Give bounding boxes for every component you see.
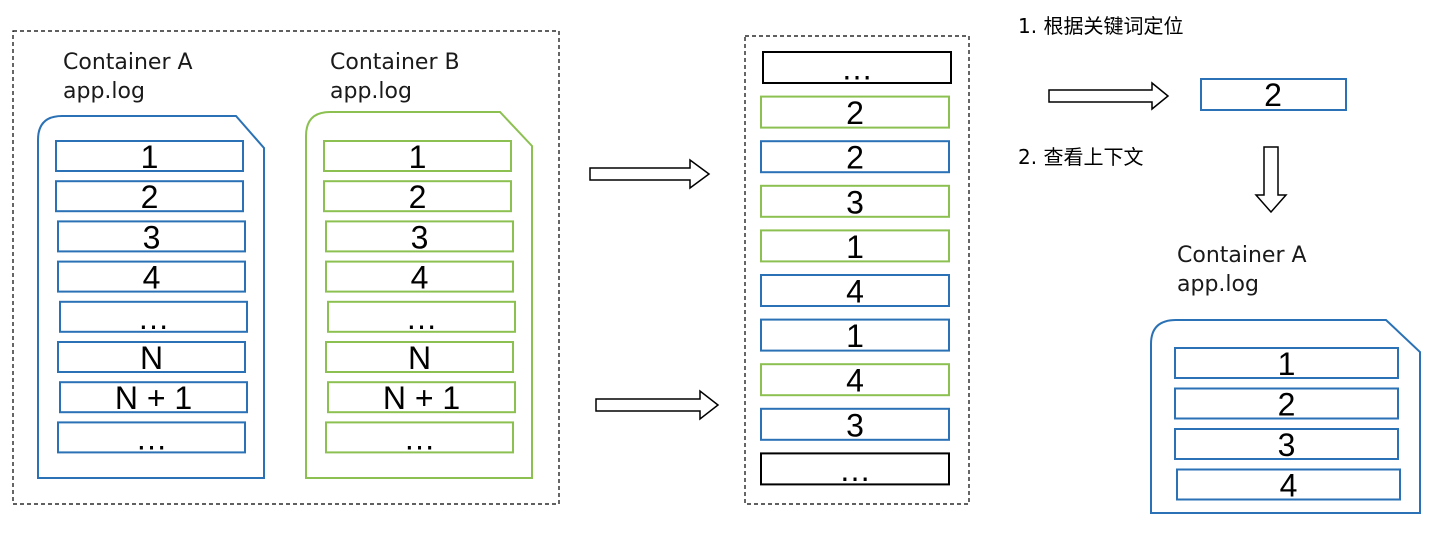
log-line-box	[760, 274, 950, 307]
log-line-box	[323, 180, 512, 213]
container-a-name: Container A	[63, 50, 193, 75]
log-line-text: …	[138, 300, 170, 336]
log-line-box	[1174, 387, 1399, 420]
arrow-bottom-icon	[595, 389, 720, 421]
log-line-text: 2	[409, 179, 427, 215]
log-line-text: 3	[846, 407, 864, 443]
log-line-text: N + 1	[383, 380, 460, 416]
context-container-document	[1150, 319, 1421, 514]
log-line-box	[760, 229, 950, 263]
log-line-box	[325, 341, 514, 373]
container-a-document	[37, 115, 265, 479]
log-line-text: …	[839, 452, 871, 488]
log-line-text: 2	[846, 140, 864, 176]
log-line-box	[760, 407, 950, 441]
container-b-lines: 1 2 3 4 … N N + 1 …	[323, 139, 516, 456]
log-line-box	[59, 300, 248, 333]
log-line-text: …	[406, 300, 438, 336]
log-line-text: 3	[846, 184, 864, 220]
log-line-text: 1	[141, 139, 159, 175]
arrow-right-icon	[1048, 81, 1170, 111]
log-line-box	[57, 421, 246, 454]
log-line-box	[325, 220, 514, 253]
step-1-label: 1. 根据关键词定位	[1018, 14, 1183, 38]
log-line-text: 1	[846, 229, 864, 265]
log-line-box	[325, 260, 514, 293]
log-line-text: 4	[846, 363, 864, 399]
located-line-text: 2	[1264, 77, 1282, 113]
log-line-text: 2	[141, 179, 159, 215]
log-line-text: 1	[409, 139, 427, 175]
container-a-file: app.log	[63, 79, 145, 104]
container-a-lines: 1 2 3 4 … N N + 1 …	[55, 139, 248, 456]
log-line-text: 4	[411, 260, 429, 296]
container-b-document	[305, 111, 533, 479]
container-b-file: app.log	[330, 79, 412, 104]
log-line-text: N	[140, 340, 163, 376]
log-line-box	[325, 421, 514, 454]
log-line-box	[1174, 428, 1399, 460]
log-line-box	[760, 363, 950, 397]
log-line-box	[327, 381, 516, 414]
step-2-label: 2. 查看上下文	[1018, 145, 1143, 169]
log-line-box	[327, 300, 516, 333]
log-line-box	[760, 95, 950, 129]
log-line-text: …	[136, 420, 168, 456]
log-line-box	[1176, 468, 1401, 501]
log-line-text: 2	[846, 95, 864, 131]
log-line-box	[762, 51, 952, 84]
log-line-text: 3	[411, 219, 429, 255]
middle-dashed-frame	[744, 35, 970, 505]
log-line-text: …	[404, 420, 436, 456]
log-line-text: 2	[1278, 387, 1296, 423]
container-b-name: Container B	[330, 50, 460, 75]
log-line-text: N + 1	[115, 380, 192, 416]
log-line-text: 4	[1280, 468, 1298, 504]
arrow-top-icon	[589, 158, 711, 190]
log-line-text: 1	[1278, 346, 1296, 382]
located-line-box	[1200, 78, 1347, 111]
log-line-text: 4	[143, 260, 161, 296]
log-line-box	[323, 140, 512, 172]
log-line-text: 4	[846, 274, 864, 310]
log-line-text: N	[408, 340, 431, 376]
context-container-file: app.log	[1177, 272, 1259, 297]
log-line-box	[760, 184, 950, 218]
log-line-box	[57, 260, 246, 293]
log-line-text: 3	[143, 219, 161, 255]
merged-lines: … 2 2 3 1 4 1 4 3 …	[760, 51, 952, 488]
context-container-name: Container A	[1177, 243, 1307, 268]
log-line-text: 1	[846, 318, 864, 354]
left-dashed-frame	[12, 30, 560, 505]
arrow-down-icon	[1254, 146, 1288, 214]
log-line-box	[55, 140, 244, 172]
log-line-box	[57, 220, 246, 253]
log-line-box	[59, 381, 248, 414]
context-lines: 1 2 3 4	[1174, 346, 1401, 504]
log-line-box	[760, 140, 950, 174]
log-line-box	[55, 180, 244, 213]
log-line-box	[760, 318, 950, 352]
log-line-box	[760, 452, 950, 486]
log-line-text: 3	[1278, 427, 1296, 463]
log-line-box	[1174, 347, 1399, 379]
log-line-box	[57, 341, 246, 373]
log-line-text: …	[841, 51, 873, 87]
